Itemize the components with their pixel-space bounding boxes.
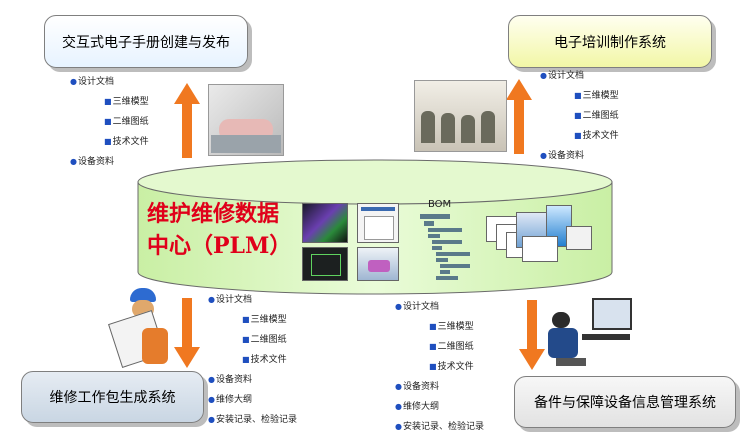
document-stack-6 — [566, 226, 592, 250]
maintenance-package-label: 维修工作包生成系统 — [49, 390, 176, 406]
list-item: 二维图纸 — [70, 112, 149, 132]
cad-model-thumbnail — [302, 203, 348, 243]
interactive-manual-label: 交互式电子手册创建与发布 — [62, 34, 230, 51]
plm-title-line2: 中心（PLM） — [147, 233, 292, 259]
top-left-list: 设计文档 三维模型 二维图纸 技术文件 设备资料 — [70, 72, 149, 172]
list-item: 维修大纲 — [208, 390, 297, 410]
document-stack-7 — [522, 236, 558, 262]
e-training-label: 电子培训制作系统 — [554, 34, 666, 51]
list-item: 三维模型 — [70, 92, 149, 112]
list-item: 技术文件 — [540, 126, 619, 146]
arrow-up-right — [506, 79, 532, 154]
list-item: 技术文件 — [208, 350, 297, 370]
list-item: 三维模型 — [395, 317, 484, 337]
maintenance-package-box: 维修工作包生成系统 — [21, 371, 204, 423]
list-item: 技术文件 — [70, 132, 149, 152]
list-item: 三维模型 — [540, 86, 619, 106]
e-training-box: 电子培训制作系统 — [508, 15, 712, 68]
computer-user-illustration — [546, 294, 636, 372]
arrow-down-left — [174, 298, 200, 368]
engineer-reading-illustration — [108, 288, 172, 370]
list-item: 安装记录、检验记录 — [208, 410, 297, 430]
list-item: 设计文档 — [208, 290, 297, 310]
3d-render-thumbnail — [357, 247, 399, 281]
list-item: 设备资料 — [70, 152, 149, 172]
list-item: 设备资料 — [208, 370, 297, 390]
list-item: 设计文档 — [70, 72, 149, 92]
top-right-list: 设计文档 三维模型 二维图纸 技术文件 设备资料 — [540, 66, 619, 166]
list-item: 二维图纸 — [540, 106, 619, 126]
plm-title-line1: 维护维修数据 — [147, 201, 280, 227]
bottom-right-list: 设计文档 三维模型 二维图纸 技术文件 设备资料 维修大纲 安装记录、检验记录 — [395, 297, 484, 437]
typing-hands-photo — [208, 84, 284, 156]
bottom-left-list: 设计文档 三维模型 二维图纸 技术文件 设备资料 维修大纲 安装记录、检验记录 — [208, 290, 297, 430]
list-item: 维修大纲 — [395, 397, 484, 417]
list-item: 三维模型 — [208, 310, 297, 330]
interactive-manual-box: 交互式电子手册创建与发布 — [44, 15, 248, 68]
spare-parts-system-label: 备件与保障设备信息管理系统 — [534, 395, 716, 411]
list-item: 二维图纸 — [395, 337, 484, 357]
2d-drawing-thumbnail — [302, 247, 348, 281]
arrow-down-right — [519, 300, 545, 370]
list-item: 设计文档 — [540, 66, 619, 86]
list-item: 技术文件 — [395, 357, 484, 377]
list-item: 安装记录、检验记录 — [395, 417, 484, 437]
document-window-thumbnail — [357, 203, 399, 243]
list-item: 设计文档 — [395, 297, 484, 317]
list-item: 设备资料 — [395, 377, 484, 397]
bom-tree-graphic — [420, 214, 470, 280]
arrow-up-left — [174, 83, 200, 158]
list-item: 设备资料 — [540, 146, 619, 166]
spare-parts-system-box: 备件与保障设备信息管理系统 — [514, 376, 736, 428]
list-item: 二维图纸 — [208, 330, 297, 350]
training-classroom-photo — [414, 80, 507, 152]
bom-label: BOM — [428, 199, 452, 210]
